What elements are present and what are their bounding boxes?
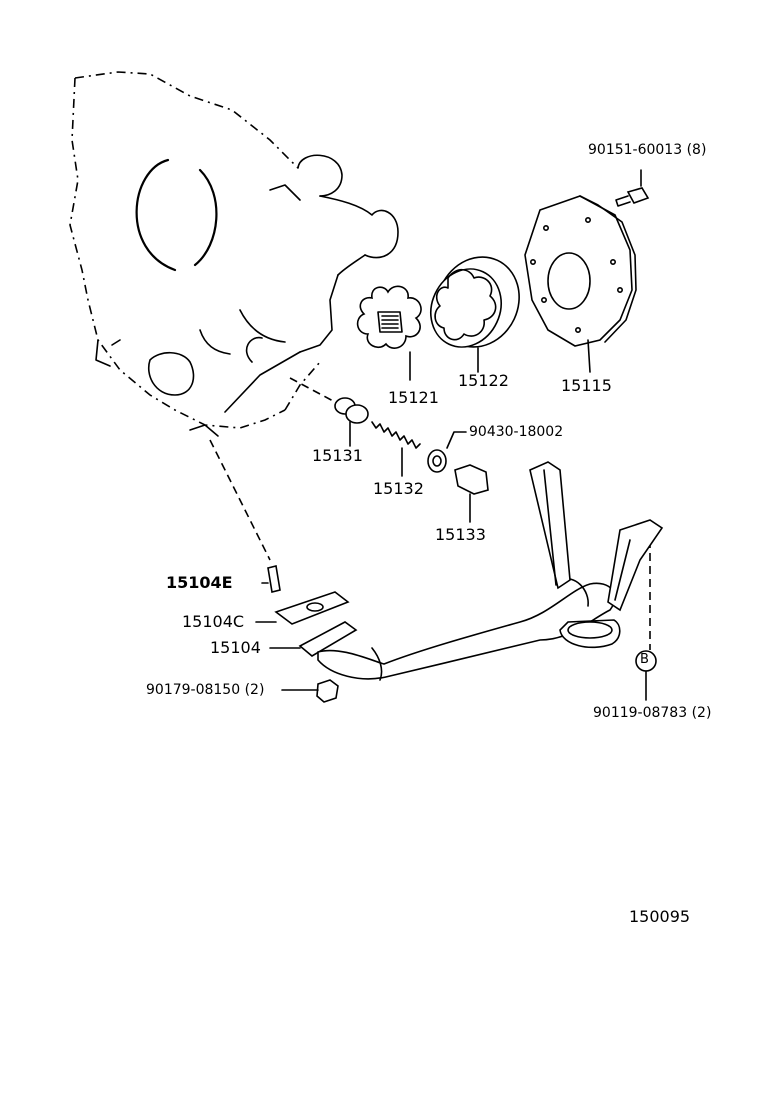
oil-strainer-15104	[269, 461, 664, 681]
label-15122: 15122	[458, 371, 509, 390]
stud-15104E	[261, 565, 281, 593]
label-90151: 90151-60013 (8)	[588, 142, 707, 158]
diagram-code: 150095	[629, 907, 691, 926]
bolt-90151	[615, 169, 650, 207]
label-15131: 15131	[312, 446, 363, 465]
label-15121: 15121	[388, 388, 439, 407]
gasket-90430	[427, 431, 467, 473]
label-90430: 90430-18002	[469, 424, 564, 440]
label-90119: 90119-08783 (2)	[593, 705, 712, 721]
outer-rotor-15122	[430, 256, 520, 373]
label-circle-b: B	[640, 652, 649, 667]
engine-block-outline	[69, 71, 399, 437]
nut-90179	[281, 679, 339, 703]
inner-rotor-15121	[356, 285, 422, 381]
relief-valve-15131	[334, 397, 369, 447]
plug-15133	[454, 464, 489, 523]
label-15104E: 15104E	[166, 573, 233, 592]
label-90179: 90179-08150 (2)	[146, 682, 265, 698]
label-15104C: 15104C	[182, 612, 245, 631]
label-15132: 15132	[373, 479, 424, 498]
gasket-15104C	[255, 591, 350, 625]
label-15133: 15133	[435, 525, 486, 544]
leader-relief-valve	[289, 377, 336, 403]
label-15115: 15115	[561, 376, 612, 395]
leader-stud	[209, 439, 271, 561]
cover-plate-15115	[524, 195, 637, 373]
label-15104: 15104	[210, 638, 261, 657]
spring-15132	[371, 421, 421, 477]
